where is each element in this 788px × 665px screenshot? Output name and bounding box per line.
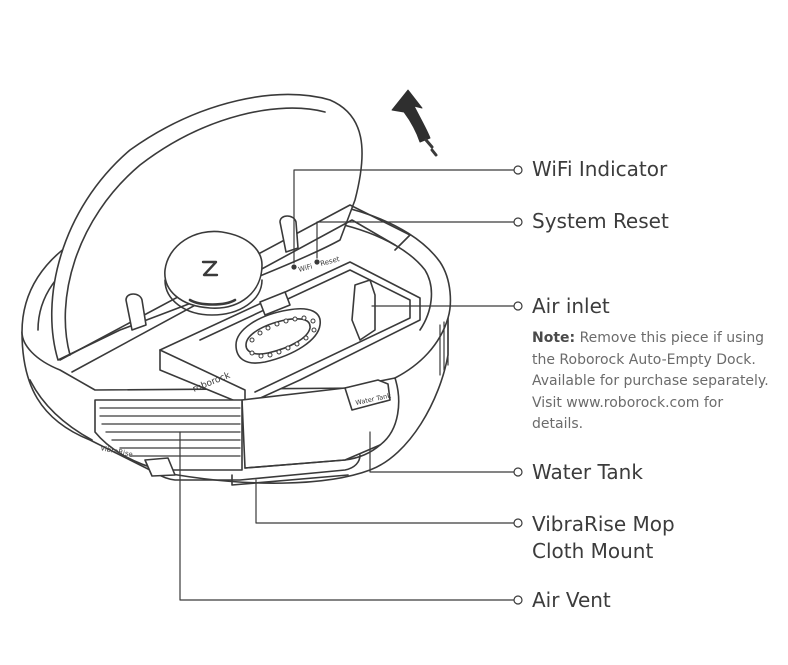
leader-air-vent bbox=[179, 431, 515, 601]
leader-water-tank bbox=[369, 431, 515, 473]
water-tank-lower-edge bbox=[244, 444, 381, 469]
callout-mop-mount-line2: Cloth Mount bbox=[532, 539, 654, 563]
callout-system-reset: System Reset bbox=[532, 209, 669, 233]
hinge-left bbox=[125, 293, 147, 331]
wifi-device-label: WiFi bbox=[297, 263, 313, 274]
wifi-indicator-dot bbox=[291, 264, 297, 270]
lid-hinge-bar-inner bbox=[71, 219, 396, 373]
open-lid-arrow-dash-1 bbox=[424, 138, 434, 149]
leader-lines bbox=[179, 169, 515, 601]
note-text: Remove this piece if using the Roborock … bbox=[532, 330, 769, 432]
mop-mount-rail bbox=[231, 474, 349, 486]
open-lid-arrow-icon bbox=[391, 89, 431, 143]
leader-wifi bbox=[293, 169, 515, 264]
mop-mount-clip bbox=[144, 457, 176, 477]
callout-wifi-indicator: WiFi Indicator bbox=[532, 157, 668, 181]
lds-sensor-cap bbox=[164, 230, 263, 309]
note-label: Note: bbox=[532, 330, 576, 346]
callout-water-tank: Water Tank bbox=[532, 460, 643, 484]
filter-grille bbox=[235, 308, 321, 364]
lds-sensor-base bbox=[164, 279, 263, 316]
lds-window bbox=[188, 298, 237, 306]
water-tank-handle bbox=[344, 379, 391, 411]
callout-mop-mount: VibraRise Mop Cloth Mount bbox=[532, 511, 675, 565]
lid-edge bbox=[64, 107, 326, 356]
callout-air-inlet: Air inlet bbox=[532, 294, 610, 318]
air-vent-frame bbox=[94, 399, 243, 471]
filter-holes bbox=[249, 315, 317, 359]
leader-reset bbox=[316, 221, 515, 259]
air-inlet-cover bbox=[351, 279, 376, 341]
air-inlet-latch bbox=[259, 291, 291, 316]
leader-endpoints bbox=[513, 165, 523, 605]
roborock-logo-icon bbox=[201, 260, 219, 277]
callout-mop-mount-line1: VibraRise Mop bbox=[532, 512, 675, 536]
open-lid-arrow-dash-2 bbox=[430, 148, 438, 157]
lid-open bbox=[51, 93, 363, 361]
leader-mop-mount bbox=[255, 479, 515, 524]
side-vent-slots bbox=[439, 319, 449, 376]
callout-air-vent: Air Vent bbox=[532, 588, 611, 612]
reset-button-dot bbox=[314, 259, 320, 265]
robot-body-lower-rim bbox=[29, 379, 93, 441]
air-inlet-note: Note: Remove this piece if using the Rob… bbox=[532, 328, 772, 436]
dustbin-inner-wall bbox=[199, 269, 411, 393]
filter-grille-inner bbox=[245, 318, 311, 355]
air-vent-slats bbox=[99, 407, 241, 457]
